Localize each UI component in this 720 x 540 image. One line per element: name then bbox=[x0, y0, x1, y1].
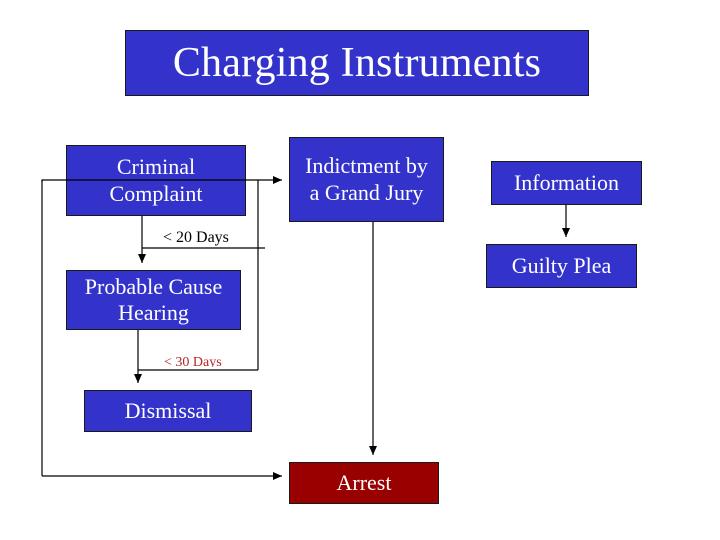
arrest-label: Arrest bbox=[336, 469, 392, 495]
arrow-complaint-to-indictment bbox=[41, 176, 282, 184]
probable-cause-label: Probable Cause Hearing bbox=[84, 273, 223, 325]
title-box: Charging Instruments bbox=[125, 30, 589, 96]
dismissal-label: Dismissal bbox=[124, 397, 212, 423]
criminal-complaint-label: Criminal Complaint bbox=[109, 154, 203, 206]
dismissal-node: Dismissal bbox=[84, 390, 252, 432]
days-20-label: < 20 Days bbox=[163, 229, 229, 246]
indictment-node: Indictment by a Grand Jury bbox=[289, 137, 444, 222]
guilty-plea-node: Guilty Plea bbox=[486, 244, 637, 288]
information-node: Information bbox=[491, 161, 642, 205]
days-30-label: < 30 Days bbox=[164, 355, 222, 367]
probable-cause-node: Probable Cause Hearing bbox=[66, 270, 241, 330]
page-title: Charging Instruments bbox=[172, 39, 542, 86]
information-label: Information bbox=[513, 169, 620, 195]
indictment-label: Indictment by a Grand Jury bbox=[305, 153, 428, 205]
arrest-node: Arrest bbox=[289, 462, 439, 504]
guilty-plea-label: Guilty Plea bbox=[511, 252, 612, 278]
